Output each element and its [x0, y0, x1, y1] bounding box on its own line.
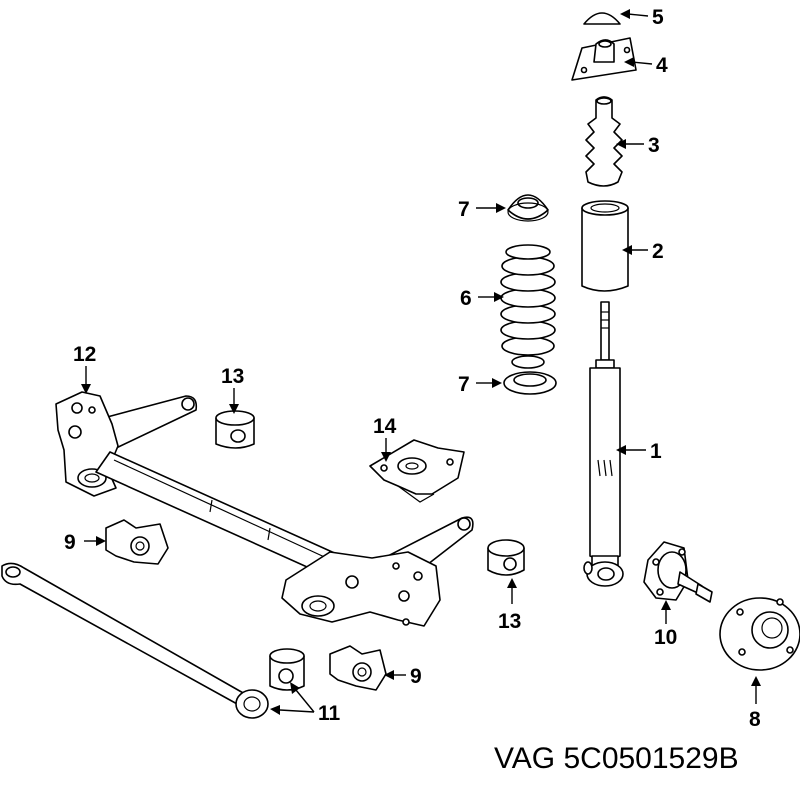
- callout-7-upper: 7: [458, 198, 470, 221]
- callout-7-lower: 7: [458, 373, 470, 396]
- callout-9-upper: 9: [64, 531, 76, 554]
- leader-7b: [476, 378, 502, 388]
- leader-7a: [476, 203, 506, 213]
- part-4-strut-mount: [571, 37, 637, 81]
- callout-11: 11: [318, 702, 341, 725]
- leader-6: [478, 292, 504, 302]
- rear-axle-beam: [55, 391, 474, 627]
- leader-10: [661, 600, 671, 624]
- callout-6: 6: [460, 287, 472, 310]
- leader-12: [81, 366, 91, 394]
- part-1-shock-absorber: [583, 301, 624, 587]
- part-2-protective-tube: [581, 200, 629, 292]
- callout-12: 12: [73, 343, 96, 366]
- leader-14: [381, 438, 391, 462]
- part-6-coil-spring: [500, 244, 556, 369]
- part-7-lower-spring-seat: [503, 371, 557, 395]
- callout-4: 4: [656, 54, 668, 77]
- leader-13b: [507, 578, 517, 604]
- callout-3: 3: [648, 134, 660, 157]
- callout-14: 14: [373, 415, 397, 438]
- leader-4: [624, 57, 653, 67]
- callout-10: 10: [654, 626, 677, 649]
- part-3-bump-stop: [585, 96, 623, 187]
- part-number-label: VAG 5C0501529B: [494, 742, 739, 775]
- callout-9-lower: 9: [410, 665, 422, 688]
- leader-9a: [84, 536, 106, 546]
- part-9-lower-mount: [329, 645, 387, 691]
- part-13-upper-bushing: [215, 410, 255, 449]
- callout-1: 1: [650, 440, 662, 463]
- callout-13-upper: 13: [221, 365, 244, 388]
- leader-11: [270, 682, 315, 715]
- part-11-lateral-link: [1, 562, 305, 719]
- part-7-upper-spring-seat: [507, 194, 549, 222]
- part-5-cap: [583, 12, 621, 25]
- part-9-upper-mount: [105, 519, 169, 565]
- leader-8: [751, 676, 761, 704]
- leader-9b: [384, 670, 406, 680]
- callout-5: 5: [652, 6, 664, 29]
- leader-5: [620, 9, 649, 19]
- part-8-wheel-hub: [719, 597, 800, 671]
- callout-2: 2: [652, 240, 664, 263]
- part-10-stub-axle: [643, 541, 713, 603]
- part-14-bracket: [369, 439, 465, 503]
- leader-1: [616, 445, 646, 455]
- leader-3: [616, 139, 644, 149]
- leader-2: [622, 245, 648, 255]
- leader-13a: [229, 388, 239, 414]
- callout-8: 8: [749, 708, 761, 731]
- callout-13-lower: 13: [498, 610, 521, 633]
- part-13-lower-bushing: [487, 539, 525, 576]
